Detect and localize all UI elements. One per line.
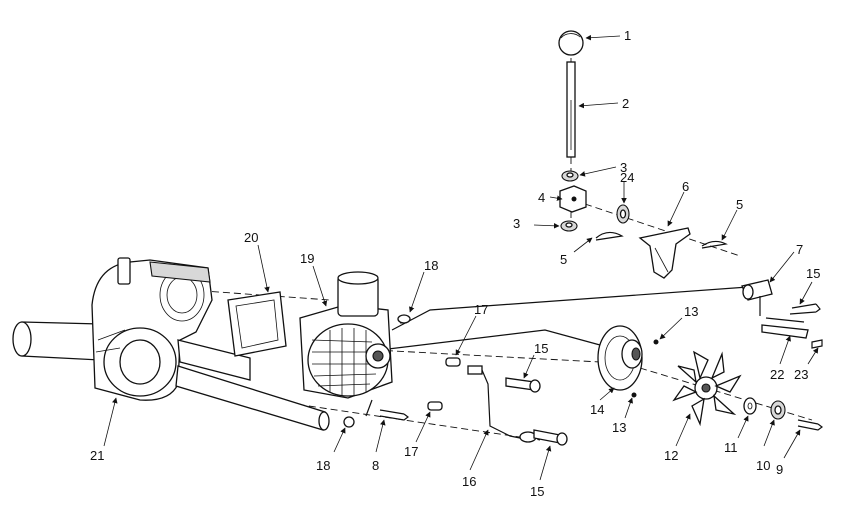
plug-18-lower [343, 416, 355, 428]
washer-11 [743, 397, 757, 415]
shift-link [741, 279, 773, 316]
set-screw-13-upper [653, 339, 659, 345]
upper-nut [561, 170, 579, 182]
callout-10: 10 [756, 458, 770, 473]
cotter-pin-upper [789, 303, 821, 315]
callout-8: 8 [372, 458, 379, 473]
pin-17-lower [427, 401, 443, 411]
bolt-15-lower [533, 429, 568, 446]
callout-6: 6 [682, 179, 689, 194]
callout-15-middle: 15 [534, 341, 548, 356]
callout-18-lower: 18 [316, 458, 330, 473]
callout-20: 20 [244, 230, 258, 245]
callout-1: 1 [624, 28, 631, 43]
axle-shaft-left [12, 321, 101, 361]
pulley [597, 325, 643, 391]
callout-18-upper: 18 [424, 258, 438, 273]
callout-13-lower: 13 [612, 420, 626, 435]
callout-24: 24 [620, 170, 634, 185]
callout-labels: 1 2 3 3 4 24 6 5 5 7 15 20 19 18 17 13 2… [90, 28, 820, 499]
bolt-15-middle [505, 377, 541, 393]
washer-10 [770, 400, 786, 420]
pin-17-upper [445, 357, 461, 367]
fan [672, 350, 742, 427]
callout-19: 19 [300, 251, 314, 266]
callout-11: 11 [724, 440, 738, 455]
key-8 [379, 409, 409, 421]
axle-shaft-right [175, 339, 330, 431]
screw-23 [811, 339, 823, 349]
callout-15-upper: 15 [806, 266, 820, 281]
callout-3-lower: 3 [513, 216, 520, 231]
washer-24 [616, 204, 630, 224]
lever-block [559, 185, 587, 213]
set-screw-13-lower [631, 392, 637, 398]
callout-17-upper: 17 [474, 302, 488, 317]
gear-case [299, 271, 393, 417]
callout-7: 7 [796, 242, 803, 257]
assembly-center-lines [189, 58, 813, 441]
hair-pin-left [595, 231, 624, 241]
shift-lever-rod [566, 61, 576, 158]
plug-18-upper [397, 314, 411, 324]
transmission-housing [91, 257, 213, 401]
callout-17-lower: 17 [404, 444, 418, 459]
hair-pin-right [701, 240, 728, 249]
callout-5-right: 5 [736, 197, 743, 212]
callout-23: 23 [794, 367, 808, 382]
callout-14: 14 [590, 402, 604, 417]
shift-knob [558, 30, 584, 56]
shift-bracket [638, 227, 691, 279]
callout-2: 2 [622, 96, 629, 111]
shift-clip [761, 317, 809, 339]
callout-15-lower: 15 [530, 484, 544, 499]
leader-lines [103, 34, 819, 481]
callout-16: 16 [462, 474, 476, 489]
gasket [227, 291, 287, 357]
callout-22: 22 [770, 367, 784, 382]
callout-4: 4 [538, 190, 545, 205]
key-9 [797, 419, 823, 431]
callout-12: 12 [664, 448, 678, 463]
lower-nut [560, 220, 578, 232]
callout-9: 9 [776, 462, 783, 477]
callout-13-upper: 13 [684, 304, 698, 319]
callout-21: 21 [90, 448, 104, 463]
callout-5-left: 5 [560, 252, 567, 267]
callout-3-upper: 3 [620, 160, 627, 175]
